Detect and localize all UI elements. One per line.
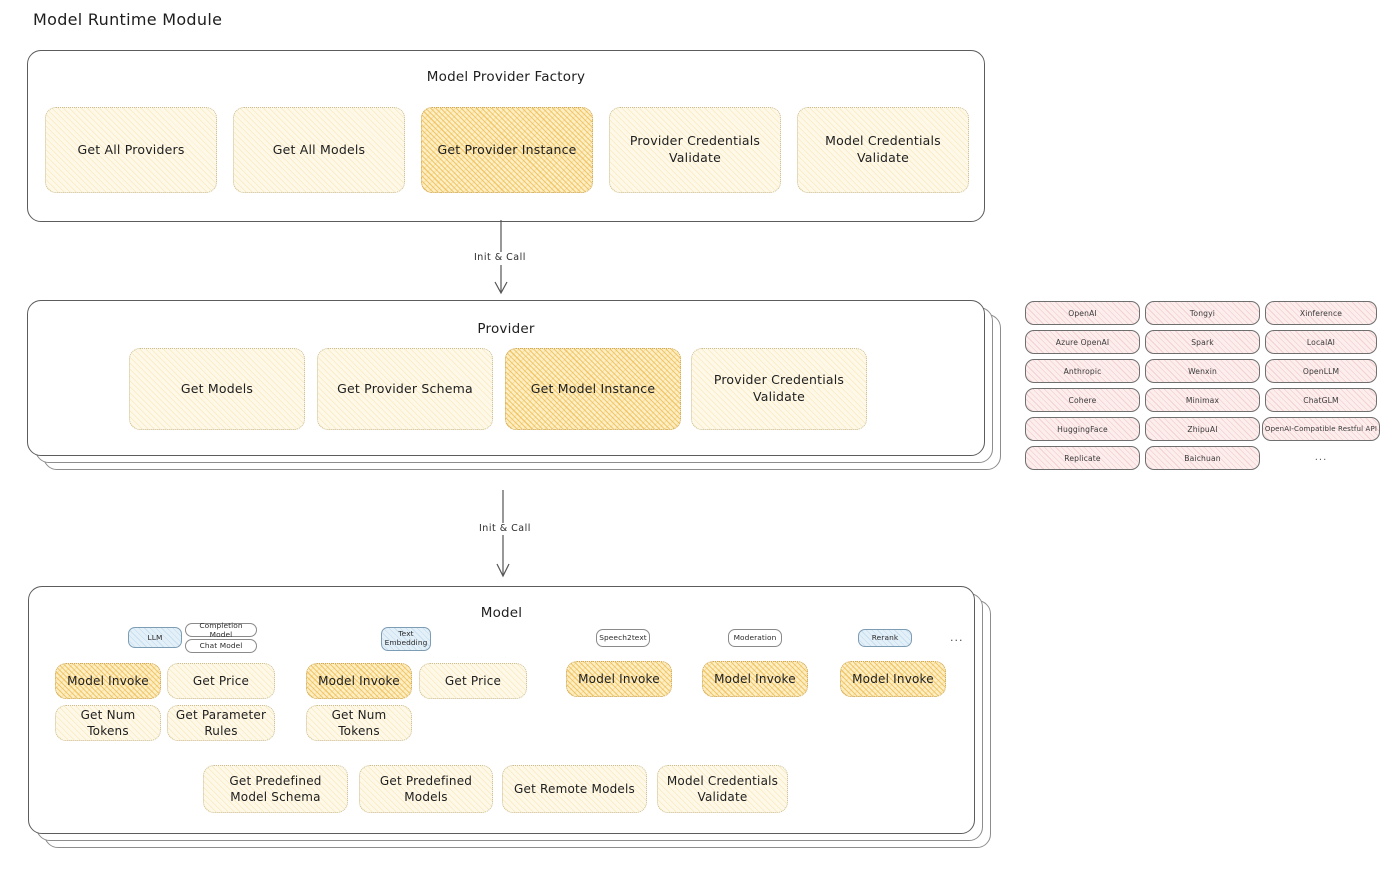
provider-chip-replicate[interactable]: Replicate (1025, 446, 1140, 470)
provider-chip-openai[interactable]: OpenAI (1025, 301, 1140, 325)
provider-chip-wenxin[interactable]: Wenxin (1145, 359, 1260, 383)
provider-chip-azure-openai[interactable]: Azure OpenAI (1025, 330, 1140, 354)
model-type-tag-speech2text[interactable]: Speech2text (596, 629, 650, 647)
provider-chip-minimax[interactable]: Minimax (1145, 388, 1260, 412)
model-provider-factory-title: Model Provider Factory (426, 69, 586, 85)
model-method-model-credentials-validate[interactable]: Model Credentials Validate (657, 765, 788, 813)
provider-method-provider-credentials-validate[interactable]: Provider Credentials Validate (691, 348, 867, 430)
provider-chip-localai[interactable]: LocalAI (1265, 330, 1377, 354)
provider-chip-huggingface[interactable]: HuggingFace (1025, 417, 1140, 441)
factory-method-provider-credentials-validate[interactable]: Provider Credentials Validate (609, 107, 781, 193)
provider-chip-anthropic[interactable]: Anthropic (1025, 359, 1140, 383)
provider-chip-zhipuai[interactable]: ZhipuAI (1145, 417, 1260, 441)
speech2text-method-model-invoke[interactable]: Model Invoke (566, 661, 672, 697)
provider-chip-openllm[interactable]: OpenLLM (1265, 359, 1377, 383)
provider-method-get-models[interactable]: Get Models (129, 348, 305, 430)
model-subtag-completion-model[interactable]: Completion Model (185, 621, 257, 639)
llm-method-get-num-tokens[interactable]: Get Num Tokens (55, 705, 161, 741)
llm-method-get-parameter-rules[interactable]: Get Parameter Rules (167, 705, 275, 741)
provider-chip-tongyi[interactable]: Tongyi (1145, 301, 1260, 325)
model-type-tag-rerank[interactable]: Rerank (858, 629, 912, 647)
model-method-get-predefined-models[interactable]: Get Predefined Models (359, 765, 493, 813)
llm-method-get-price[interactable]: Get Price (167, 663, 275, 699)
provider-chip-xinference[interactable]: Xinference (1265, 301, 1377, 325)
model-method-get-predefined-model-schema[interactable]: Get Predefined Model Schema (203, 765, 348, 813)
factory-method-get-all-providers[interactable]: Get All Providers (45, 107, 217, 193)
model-types-more: ... (950, 631, 964, 644)
provider-chip-baichuan[interactable]: Baichuan (1145, 446, 1260, 470)
provider-method-get-provider-schema[interactable]: Get Provider Schema (317, 348, 493, 430)
model-method-get-remote-models[interactable]: Get Remote Models (502, 765, 647, 813)
text-embedding-method-model-invoke[interactable]: Model Invoke (306, 663, 412, 699)
provider-method-get-model-instance[interactable]: Get Model Instance (505, 348, 681, 430)
rerank-method-model-invoke[interactable]: Model Invoke (840, 661, 946, 697)
llm-method-model-invoke[interactable]: Model Invoke (55, 663, 161, 699)
page-title: Model Runtime Module (33, 10, 223, 29)
arrow-provider-to-model (496, 490, 510, 578)
moderation-method-model-invoke[interactable]: Model Invoke (702, 661, 808, 697)
arrow-label-init-and-call-1: Init & Call (471, 252, 529, 263)
model-type-tag-llm[interactable]: LLM (128, 627, 182, 648)
model-type-tag-text-embedding[interactable]: Text Embedding (381, 627, 431, 651)
arrow-factory-to-provider (494, 220, 508, 295)
model-type-tag-moderation[interactable]: Moderation (728, 629, 782, 647)
factory-method-get-all-models[interactable]: Get All Models (233, 107, 405, 193)
provider-title: Provider (477, 321, 535, 337)
provider-chip-openai-compatible-restful-api[interactable]: OpenAI-Compatible Restful API (1262, 417, 1380, 441)
provider-list-more: ... (1314, 452, 1328, 463)
factory-method-get-provider-instance[interactable]: Get Provider Instance (421, 107, 593, 193)
text-embedding-method-get-num-tokens[interactable]: Get Num Tokens (306, 705, 412, 741)
text-embedding-method-get-price[interactable]: Get Price (419, 663, 527, 699)
provider-chip-chatglm[interactable]: ChatGLM (1265, 388, 1377, 412)
model-title: Model (480, 605, 523, 621)
provider-chip-spark[interactable]: Spark (1145, 330, 1260, 354)
factory-method-model-credentials-validate[interactable]: Model Credentials Validate (797, 107, 969, 193)
model-subtag-chat-model[interactable]: Chat Model (185, 639, 257, 653)
arrow-label-init-and-call-2: Init & Call (476, 523, 534, 534)
provider-chip-cohere[interactable]: Cohere (1025, 388, 1140, 412)
